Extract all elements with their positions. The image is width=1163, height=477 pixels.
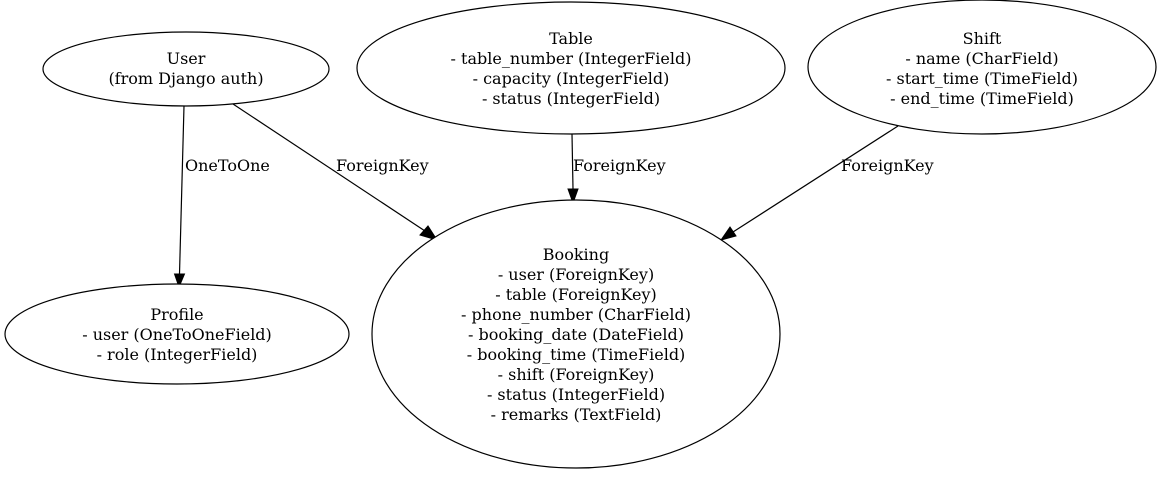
- node-table-line: - status (IntegerField): [482, 89, 660, 108]
- edge-shift-booking: ForeignKey: [719, 125, 934, 241]
- node-user-ellipse: [42, 31, 330, 107]
- node-booking-line: - table (ForeignKey): [495, 285, 657, 304]
- node-shift-line: - name (CharField): [905, 49, 1058, 68]
- node-user-title: User: [167, 49, 206, 68]
- node-table-line: - table_number (IntegerField): [451, 49, 692, 68]
- node-shift: Shift - name (CharField) - start_time (T…: [807, 0, 1157, 135]
- node-table-line: - capacity (IntegerField): [473, 69, 670, 88]
- edge-label-user-booking: ForeignKey: [336, 156, 429, 175]
- edge-line: [571, 133, 574, 190]
- edge-user-profile: OneToOne: [173, 105, 270, 289]
- arrowhead: [567, 188, 579, 205]
- node-booking-line: - remarks (TextField): [491, 405, 662, 424]
- node-profile-line: - role (IntegerField): [97, 345, 258, 364]
- edge-table-booking: ForeignKey: [567, 133, 666, 205]
- edge-label-shift-booking: ForeignKey: [841, 156, 934, 175]
- node-shift-line: - end_time (TimeField): [890, 89, 1074, 108]
- node-booking-line: - booking_time (TimeField): [467, 345, 686, 364]
- node-shift-title: Shift: [963, 29, 1002, 48]
- node-shift-ellipse: [807, 0, 1157, 135]
- arrowhead: [719, 226, 737, 241]
- node-table: Table - table_number (IntegerField) - ca…: [356, 1, 786, 135]
- edge-line: [232, 103, 426, 232]
- node-user-line: (from Django auth): [108, 69, 263, 88]
- node-booking-title: Booking: [543, 245, 609, 264]
- node-booking-line: - phone_number (CharField): [461, 305, 691, 324]
- node-shift-line: - start_time (TimeField): [886, 69, 1078, 88]
- node-profile: Profile - user (OneToOneField) - role (I…: [4, 283, 350, 385]
- node-profile-title: Profile: [150, 305, 203, 324]
- node-booking-line: - booking_date (DateField): [468, 325, 684, 344]
- edge-label-table-booking: ForeignKey: [573, 156, 666, 175]
- arrowhead: [173, 273, 186, 289]
- node-profile-ellipse: [4, 283, 350, 385]
- arrowhead: [419, 225, 439, 241]
- edge-line: [732, 125, 899, 233]
- edge-line: [178, 105, 185, 275]
- node-booking-line: - shift (ForeignKey): [498, 365, 655, 384]
- node-table-title: Table: [549, 29, 593, 48]
- edge-user-booking: ForeignKey: [232, 103, 439, 241]
- node-table-ellipse: [356, 1, 786, 135]
- node-booking-line: - status (IntegerField): [487, 385, 665, 404]
- node-booking: Booking - user (ForeignKey) - table (For…: [371, 199, 781, 469]
- edge-label-user-profile: OneToOne: [185, 156, 270, 175]
- node-booking-line: - user (ForeignKey): [498, 265, 654, 284]
- node-profile-line: - user (OneToOneField): [82, 325, 272, 344]
- node-booking-ellipse: [371, 199, 781, 469]
- node-user: User (from Django auth): [42, 31, 330, 107]
